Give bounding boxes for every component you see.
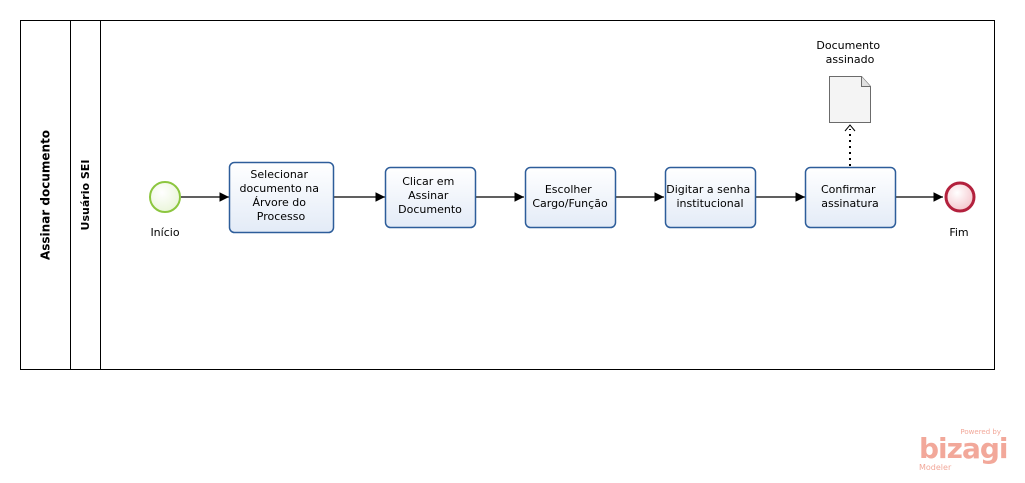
watermark-product: Modeler <box>919 463 952 472</box>
task-t2-line-2: Assinar <box>408 189 449 202</box>
task-t1-label: Selecionar documento na Árvore do Proces… <box>240 168 323 223</box>
watermark-brand-logo: bizagi <box>919 432 1008 465</box>
start-event[interactable]: Início <box>149 181 181 239</box>
task-t1-line-3: Árvore do <box>252 196 306 209</box>
task-t1[interactable]: Selecionar documento na Árvore do Proces… <box>228 161 335 234</box>
task-t3-line-1: Escolher <box>545 183 592 196</box>
task-t2-line-1: Clicar em <box>402 175 454 188</box>
lane: Usuário SEI <box>79 20 101 370</box>
task-t1-line-1: Selecionar <box>250 168 308 181</box>
task-t4-line-2: institucional <box>676 197 743 210</box>
task-t5[interactable]: Confirmar assinatura <box>804 166 897 229</box>
data-association <box>844 124 856 166</box>
end-event[interactable]: Fim <box>944 181 976 239</box>
lane-title: Usuário SEI <box>79 160 92 231</box>
task-t3[interactable]: Escolher Cargo/Função <box>524 166 617 229</box>
start-event-label: Início <box>150 226 179 239</box>
task-t5-line-2: assinatura <box>821 197 879 210</box>
bizagi-watermark: Powered by bizagi Modeler <box>915 428 1008 476</box>
task-t2-line-3: Documento <box>398 203 462 216</box>
end-event-label: Fim <box>949 226 968 239</box>
task-t5-label: Confirmar assinatura <box>821 183 879 210</box>
data-object-label: Documento assinado <box>816 39 883 66</box>
task-t5-line-1: Confirmar <box>821 183 876 196</box>
data-object-line-1: Documento <box>816 39 880 52</box>
task-t1-line-2: documento na <box>240 182 319 195</box>
task-t4-label: Digitar a senha institucional <box>666 183 754 210</box>
data-object-line-2: assinado <box>826 53 875 66</box>
pool-title: Assinar documento <box>39 130 53 260</box>
task-t2-label: Clicar em Assinar Documento <box>398 175 462 216</box>
task-t3-line-2: Cargo/Função <box>532 197 608 210</box>
task-t4[interactable]: Digitar a senha institucional <box>664 166 757 229</box>
task-t4-line-1: Digitar a senha <box>666 183 750 196</box>
task-t2[interactable]: Clicar em Assinar Documento <box>384 166 477 229</box>
document-icon <box>829 76 871 123</box>
task-t1-line-4: Processo <box>257 210 306 223</box>
data-object[interactable]: Documento assinado <box>816 39 883 123</box>
watermark-powered: Powered by <box>960 428 1001 436</box>
task-t3-label: Escolher Cargo/Função <box>532 183 608 210</box>
